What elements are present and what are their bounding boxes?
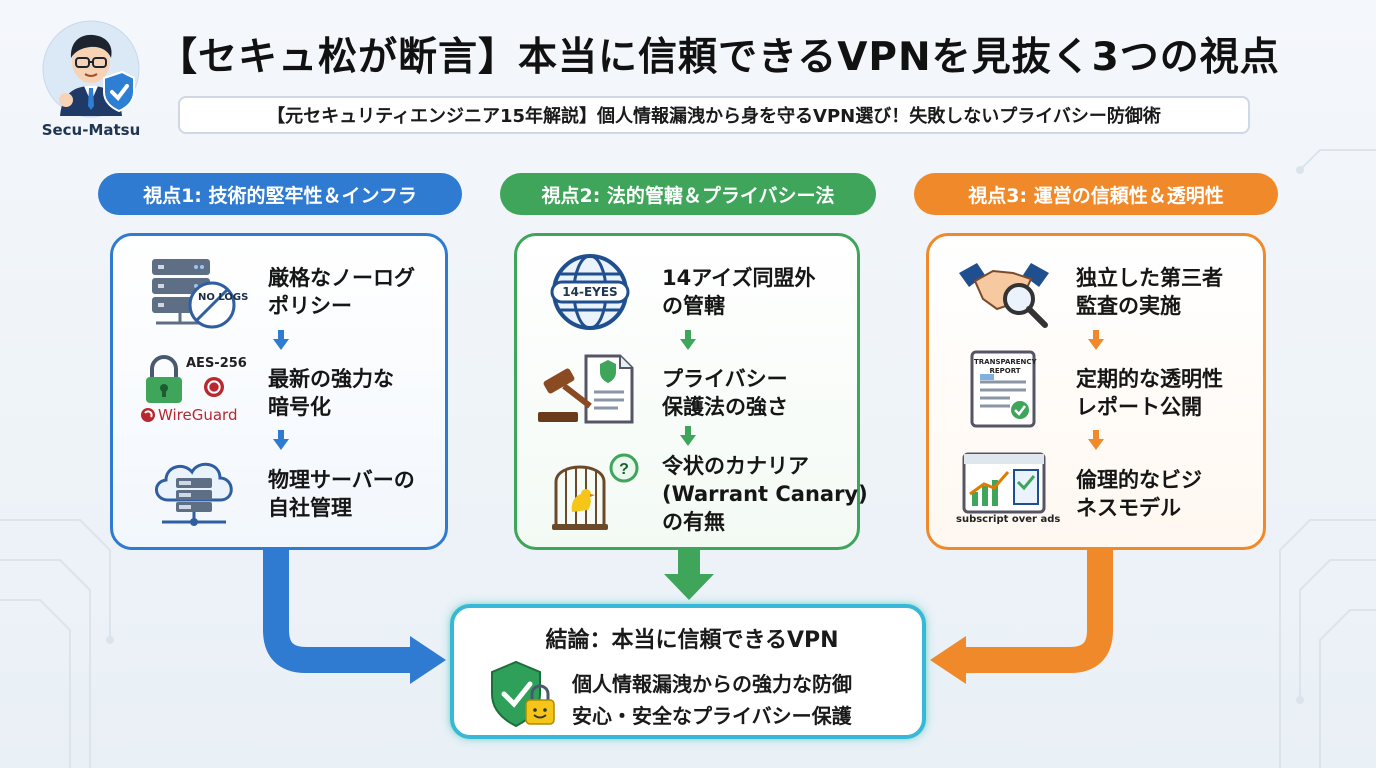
arrow-down-icon [680, 426, 696, 446]
item-2-3-line3: の有無 [662, 510, 725, 534]
subscript-over-ads-label: subscript over ads [956, 514, 1061, 525]
item-3-1-line1: 独立した第三者 [1076, 266, 1223, 290]
arrow-down-icon [1088, 430, 1104, 450]
globe-14-eyes-icon [548, 252, 632, 336]
item-1-1-line1: 厳格なノーログ [268, 266, 415, 290]
page-title: 【セキュ松が断言】本当に信頼できるVPNを見抜く3つの視点 [158, 35, 1280, 80]
no-logs-label: NO LOGS [198, 292, 249, 303]
subtitle: 【元セキュリティエンジニア15年解説】個人情報漏洩から身を守るVPN選び！失敗し… [178, 96, 1250, 134]
shield-lock-icon [488, 660, 560, 736]
item-2-3-line1: 令状のカナリア [662, 454, 809, 478]
item-1-2-line2: 暗号化 [268, 395, 331, 419]
column-1-header: 視点1: 技術的堅牢性＆インフラ [98, 173, 462, 215]
14-eyes-label: 14-EYES [562, 285, 618, 299]
conclusion-line-1: 個人情報漏洩からの強力な防御 [572, 672, 852, 696]
arrow-down-icon [1088, 330, 1104, 350]
item-3-3-line1: 倫理的なビジ [1076, 468, 1202, 492]
dashboard-chart-icon [962, 452, 1046, 518]
item-3-2-line1: 定期的な透明性 [1076, 367, 1223, 391]
canary-cage-icon: ? [548, 452, 644, 538]
item-2-2-line2: 保護法の強さ [662, 395, 788, 419]
conclusion-line-2: 安心・安全なプライバシー保護 [572, 704, 852, 728]
transparency-report-label: TRANSPARENCY REPORT [974, 358, 1037, 375]
item-3-2-line2: レポート公開 [1076, 395, 1202, 419]
padlock-wireguard-icon [140, 355, 250, 433]
arrow-down-icon [273, 430, 289, 450]
svg-text:?: ? [619, 461, 629, 478]
gavel-document-icon [538, 350, 638, 430]
item-2-2-line1: プライバシー [662, 367, 788, 391]
server-no-logs-icon [150, 255, 240, 333]
aes-256-label: AES-256 [186, 356, 247, 371]
mascot-avatar [42, 20, 140, 118]
conclusion-title: 結論：本当に信頼できるVPN [545, 628, 839, 653]
arrow-down-icon [680, 330, 696, 350]
item-1-1-line2: ポリシー [268, 294, 352, 318]
conclusion-box: 結論：本当に信頼できるVPN 個人情報漏洩からの強力な防御 安心・安全なプライバ… [450, 604, 926, 739]
column-3-header: 視点3: 運営の信頼性＆透明性 [914, 173, 1278, 215]
transparency-report-icon [970, 350, 1038, 434]
column-2-header: 視点2: 法的管轄＆プライバシー法 [500, 173, 876, 215]
wireguard-label: WireGuard [158, 406, 238, 424]
item-2-3-line2: (Warrant Canary) [662, 482, 868, 506]
item-1-3-line1: 物理サーバーの [268, 468, 415, 492]
cloud-server-icon [148, 452, 238, 536]
item-3-1-line2: 監査の実施 [1076, 294, 1181, 318]
mascot-name: Secu-Matsu [41, 121, 141, 139]
item-2-1-line2: の管轄 [662, 294, 725, 318]
item-1-2-line1: 最新の強力な [268, 367, 394, 391]
handshake-magnifier-icon [955, 253, 1055, 333]
item-2-1-line1: 14アイズ同盟外 [662, 266, 816, 290]
item-1-3-line2: 自社管理 [268, 496, 352, 520]
arrow-down-icon [273, 330, 289, 350]
item-3-3-line2: ネスモデル [1076, 496, 1181, 520]
